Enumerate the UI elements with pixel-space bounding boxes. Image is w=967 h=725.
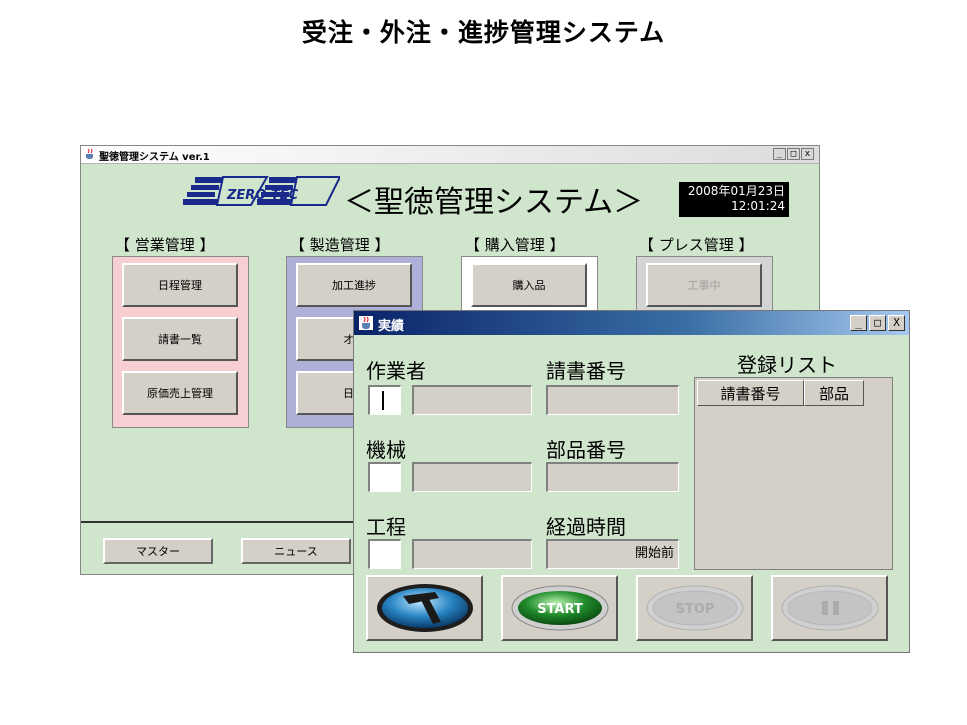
worker-label: 作業者 (366, 359, 426, 383)
main-window-controls: _ □ x (773, 148, 814, 160)
minimize-button[interactable]: _ (773, 148, 786, 160)
pause-button[interactable] (771, 575, 888, 641)
results-titlebar[interactable]: 実績 _ □ X (354, 311, 909, 335)
start-button[interactable]: START (501, 575, 618, 641)
order-list-button[interactable]: 請書一覧 (122, 317, 238, 361)
master-button[interactable]: マスター (103, 538, 213, 564)
cost-sales-button[interactable]: 原価売上管理 (122, 371, 238, 415)
section-header-purchase: 【 購入管理 】 (465, 236, 565, 254)
main-window-title: 聖徳管理システム ver.1 (99, 152, 210, 163)
start-label: START (537, 602, 583, 617)
column-header-part[interactable]: 部品 (804, 380, 864, 406)
registration-list-title: 登録リスト (737, 353, 837, 377)
processing-progress-button[interactable]: 加工進捗 (296, 263, 412, 307)
worker-name-field (412, 385, 532, 415)
minimize-button[interactable]: _ (850, 315, 867, 331)
process-name-field (412, 539, 532, 569)
date-label: 2008年01月23日 (687, 184, 785, 198)
datetime-display: 2008年01月23日 12:01:24 (679, 182, 789, 217)
results-window-title: 実績 (378, 319, 405, 334)
under-construction-button[interactable]: 工事中 (646, 263, 762, 307)
slide-title: 受注・外注・進捗管理システム (301, 18, 666, 47)
time-label: 12:01:24 (731, 199, 785, 213)
zerotec-logo: ZERO TEC (183, 176, 340, 206)
system-title: ＜聖徳管理システム＞ (344, 185, 644, 220)
maximize-button[interactable]: □ (787, 148, 800, 160)
java-cup-icon (86, 148, 93, 160)
results-window: 実績 _ □ X 作業者 請書番号 機械 部品番号 工程 経過時間 開始前 登録… (353, 310, 910, 653)
pause-icon (781, 585, 878, 631)
stop-button[interactable]: STOP (636, 575, 753, 641)
text-cursor (382, 391, 384, 410)
news-button[interactable]: ニュース (241, 538, 351, 564)
sales-panel: 日程管理 請書一覧 原価売上管理 (112, 256, 249, 428)
section-header-press: 【 プレス管理 】 (639, 236, 754, 254)
stop-icon: STOP (646, 585, 743, 631)
section-header-sales: 【 営業管理 】 (115, 236, 215, 254)
results-window-controls: _ □ X (850, 315, 905, 331)
schedule-button[interactable]: 日程管理 (122, 263, 238, 307)
part-no-label: 部品番号 (546, 438, 626, 462)
purchased-items-button[interactable]: 購入品 (471, 263, 587, 307)
worker-code-field[interactable] (368, 385, 401, 415)
order-no-field (546, 385, 679, 415)
tool-button[interactable] (366, 575, 483, 641)
machine-label: 機械 (366, 438, 406, 462)
column-header-order-no[interactable]: 請書番号 (697, 380, 804, 406)
section-header-manufacturing: 【 製造管理 】 (290, 236, 390, 254)
stop-label: STOP (675, 602, 714, 617)
logo-text: ZERO TEC (226, 188, 299, 203)
machine-code-field[interactable] (368, 462, 401, 492)
order-no-label: 請書番号 (546, 359, 626, 383)
close-button[interactable]: x (801, 148, 814, 160)
java-cup-icon (359, 316, 373, 330)
registration-list[interactable]: 請書番号 部品 (694, 377, 893, 570)
part-no-field (546, 462, 679, 492)
main-titlebar[interactable]: 聖徳管理システム ver.1 _ □ x (81, 146, 819, 164)
close-button[interactable]: X (888, 315, 905, 331)
hammer-icon (376, 584, 473, 632)
elapsed-label: 経過時間 (546, 515, 626, 539)
machine-name-field (412, 462, 532, 492)
process-label: 工程 (366, 515, 406, 539)
start-icon: START (511, 585, 608, 631)
elapsed-time-field: 開始前 (546, 539, 679, 569)
maximize-button[interactable]: □ (869, 315, 886, 331)
process-code-field[interactable] (368, 539, 401, 569)
